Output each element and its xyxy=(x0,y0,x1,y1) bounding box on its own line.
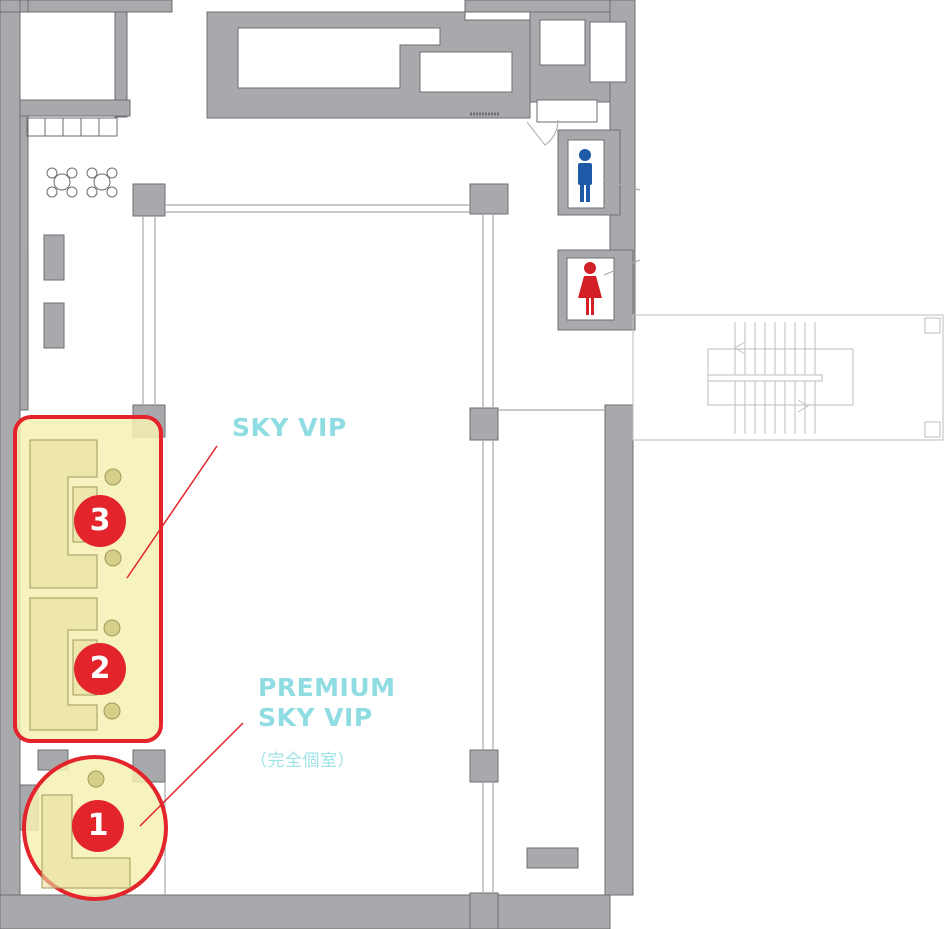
room-marker-3[interactable]: 3 xyxy=(74,495,126,547)
sky-vip-label: SKY VIP xyxy=(232,413,347,442)
door-swing xyxy=(526,119,559,146)
private-room-note: （完全個室） xyxy=(250,751,355,771)
staircase xyxy=(632,314,944,441)
premium-label-line1: PREMIUM xyxy=(258,673,396,702)
male-restroom-icon xyxy=(578,149,592,202)
lockers xyxy=(26,117,118,137)
partition-lines xyxy=(24,179,641,895)
female-restroom-icon xyxy=(578,262,602,315)
premium-label-line2: SKY VIP xyxy=(258,703,373,732)
lounge-tables xyxy=(46,167,118,198)
premium-sky-vip-label: PREMIUM SKY VIP xyxy=(258,673,396,733)
premium-sky-vip-area xyxy=(22,755,168,901)
building-walls xyxy=(0,0,636,929)
leader-lines xyxy=(126,445,244,827)
room-marker-2[interactable]: 2 xyxy=(74,643,126,695)
room-marker-1[interactable]: 1 xyxy=(72,800,124,852)
